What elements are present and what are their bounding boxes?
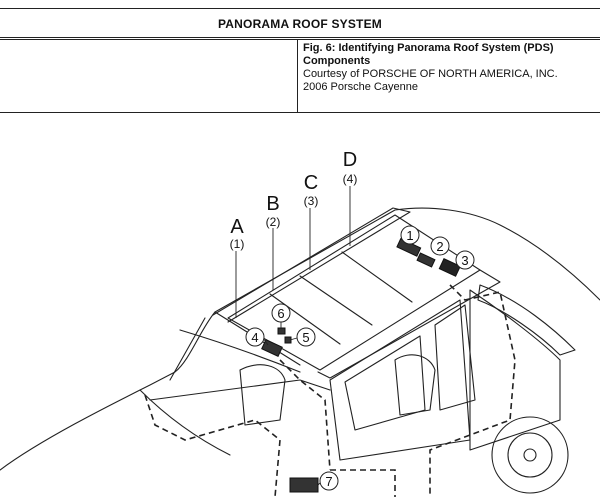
panel-line-ab [269,293,341,345]
callout-2-circle [430,236,450,256]
panel-label-b: B [266,193,279,215]
panel-line-cd [341,251,413,303]
seat-outline-2 [394,354,436,416]
rear-door-outline [469,289,561,451]
panel-number-d: (4) [343,172,358,186]
callout-1-circle [400,225,420,245]
motor-4 [261,339,283,357]
figure-title-line-1: Fig. 6: Identifying Panorama Roof System… [303,42,554,54]
callout-1: 1 [406,228,413,243]
roof-rail-side [317,269,501,379]
switch-6 [277,327,286,335]
roof-components [261,238,461,493]
callout-5-circle [296,327,316,347]
wiring-harness-4 [330,469,396,497]
hood-line [139,389,231,456]
callout-7: 7 [325,474,332,489]
front-door-outline [329,299,471,461]
callout-3: 3 [461,253,468,268]
rear-wheel [491,416,569,494]
header-bottom-rule [0,112,600,113]
wiring-harness-1 [144,394,281,497]
callout-6-circle [271,303,291,323]
panel-number-c: (3) [304,194,319,208]
module-7 [289,477,319,493]
callout-4-circle [245,327,265,347]
panel-number-a: (1) [230,237,245,251]
callout-4: 4 [251,330,258,345]
wiring-harness-2 [279,359,331,471]
vehicle-line: 2006 Porsche Cayenne [303,81,418,93]
callout-2: 2 [436,239,443,254]
panel-line-bc [299,275,373,326]
rear-wheel-hub [507,432,553,478]
callout-6: 6 [277,306,284,321]
title-divider-2 [0,39,600,40]
wiring-harness-3 [429,284,516,497]
callout-7-circle [319,471,339,491]
motor-2 [416,252,436,268]
panel-label-d: D [343,149,357,171]
leader-5 [289,337,298,341]
rear-wheel-center [523,448,537,462]
column-divider [297,40,298,112]
title-divider [0,37,600,38]
panel-number-b: (2) [266,215,281,229]
panel-label-c: C [304,172,318,194]
control-unit-3 [438,258,461,277]
leader-7 [317,482,321,486]
header-top-rule [0,8,600,9]
roof-rail-front [212,207,411,323]
rear-window [477,284,576,356]
seat-outline [239,364,286,426]
figure-caption: Fig. 6: Identifying Panorama Roof System… [303,42,558,94]
courtesy-line: Courtesy of PORSCHE OF NORTH AMERICA, IN… [303,68,558,80]
side-window-rear [434,304,476,411]
figure-title-line-2: Components [303,55,371,67]
document-header: PANORAMA ROOF SYSTEM [0,8,600,113]
side-window-front [344,335,426,431]
dash-line [149,379,331,401]
callout-3-circle [455,250,475,270]
panel-label-a: A [230,216,244,238]
callout-5: 5 [302,330,309,345]
section-title: PANORAMA ROOF SYSTEM [217,17,382,31]
